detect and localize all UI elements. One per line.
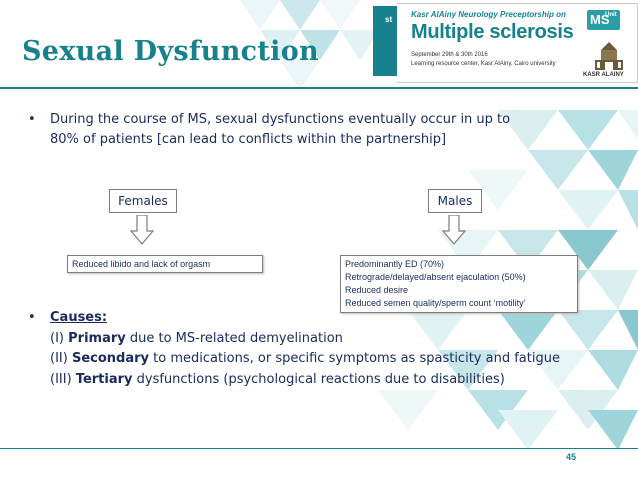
bullet-dot-icon: • <box>28 112 36 127</box>
cause-item: (II) Secondary to medications, or specif… <box>50 349 570 370</box>
cause-prefix: (II) <box>50 351 68 366</box>
seal-label: KASR ALAINY <box>583 72 624 78</box>
slide-title: Sexual Dysfunction <box>22 36 319 67</box>
footer-divider <box>0 448 638 449</box>
ms-unit-label: Unit <box>605 12 617 18</box>
bullet-dot-icon: • <box>28 310 36 325</box>
cause-prefix: (III) <box>50 371 72 387</box>
conference-logo: 1 st Kasr AlAiny Neurology Preceptorship… <box>369 3 638 83</box>
logo-panel: Kasr AlAiny Neurology Preceptorship on M… <box>397 3 638 83</box>
cause-item: (III) Tertiary dysfunctions (psychologic… <box>50 370 570 391</box>
bullet-prevalence-text: During the course of MS, sexual dysfunct… <box>50 112 511 147</box>
males-symptom-item: Retrograde/delayed/absent ejaculation (5… <box>345 272 526 282</box>
logo-event-line: Kasr AlAiny Neurology Preceptorship on <box>411 10 566 19</box>
cause-term: Primary <box>68 330 126 346</box>
title-divider <box>0 87 638 89</box>
cause-description: to medications, or specific symptoms as … <box>153 351 560 366</box>
males-header: Males <box>428 189 482 213</box>
females-symptoms-box: Reduced libido and lack of orgasm <box>67 255 263 273</box>
causes-heading: Causes: <box>50 310 108 325</box>
males-symptom-item: Predominantly ED (70%) <box>345 259 445 269</box>
down-arrow-icon <box>442 215 466 245</box>
cause-term: Secondary <box>71 351 149 366</box>
males-symptoms-box: Predominantly ED (70%) Retrograde/delaye… <box>340 255 578 313</box>
logo-venue: Learning resource center, Kasr AlAiny, C… <box>411 61 556 67</box>
logo-date: September 29th & 30th 2016 <box>411 52 488 58</box>
cause-prefix: (I) <box>50 330 64 346</box>
cause-description: dysfunctions (psychological reactions du… <box>136 371 505 387</box>
bullet-causes: • Causes: (I) Primary due to MS-related … <box>28 308 570 391</box>
males-symptom-item: Reduced desire <box>345 285 409 295</box>
logo-ordinal: st <box>385 15 393 24</box>
cause-item: (I) Primary due to MS-related demyelinat… <box>50 329 570 350</box>
females-header: Females <box>109 189 177 213</box>
cause-description: due to MS-related demyelination <box>129 330 343 346</box>
cause-term: Tertiary <box>75 371 133 387</box>
males-symptom-item: Reduced semen quality/sperm count ‘motil… <box>345 298 526 308</box>
ms-badge-text: MS <box>590 12 610 27</box>
ms-unit-badge: MS <box>587 10 620 30</box>
bullet-prevalence: • During the course of MS, sexual dysfun… <box>28 110 540 150</box>
triangle-pattern-top-decoration <box>240 0 380 90</box>
kasr-alainy-seal-icon <box>595 42 623 70</box>
page-number: 45 <box>565 452 576 462</box>
logo-topic: Multiple sclerosis <box>411 21 574 43</box>
down-arrow-icon <box>130 215 154 245</box>
